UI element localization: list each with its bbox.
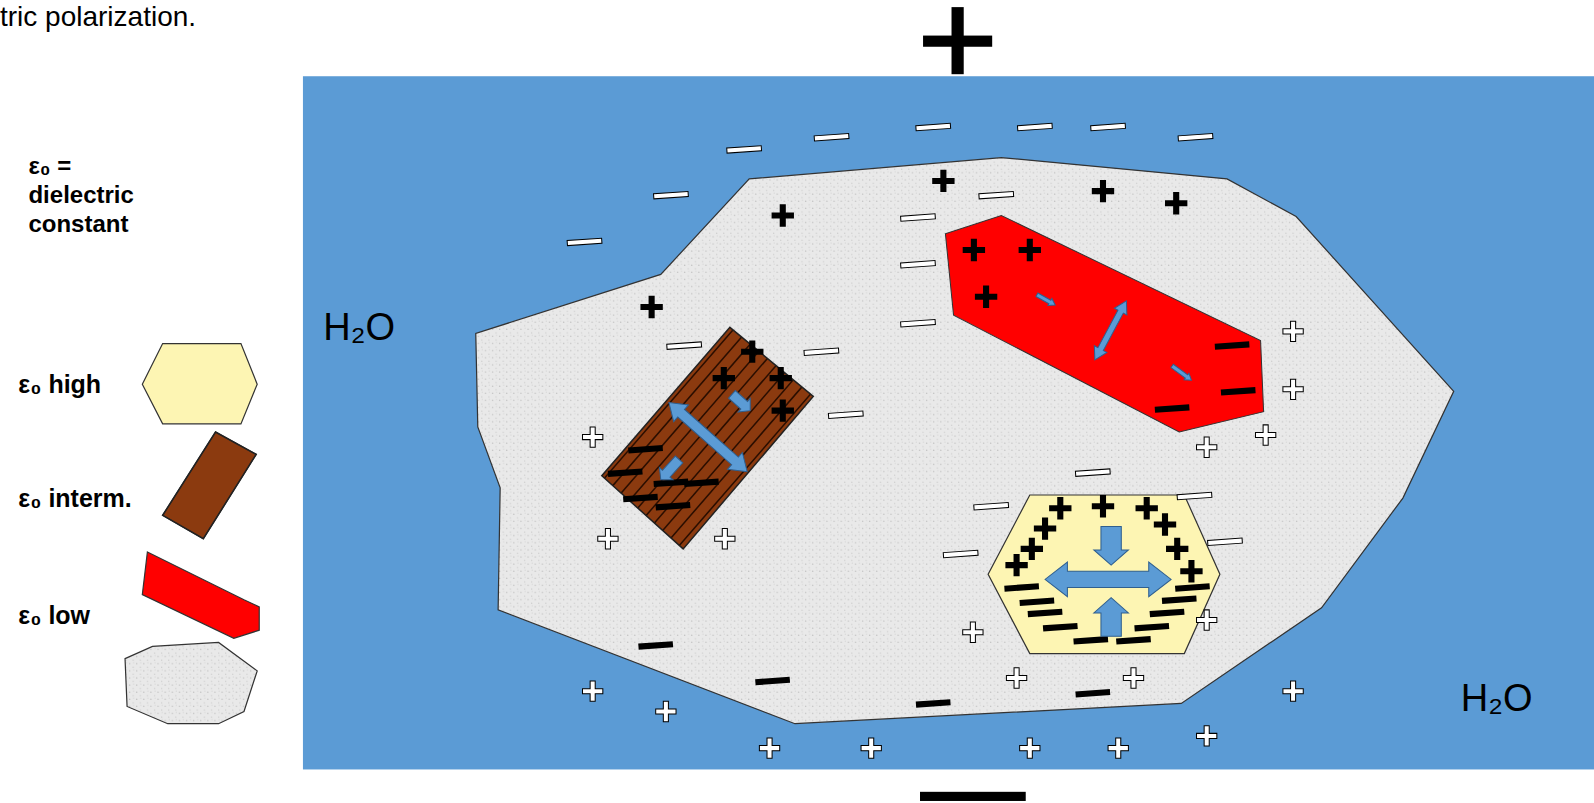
field-poles: [920, 7, 1026, 801]
medium-label: H₂O: [323, 305, 395, 351]
legend-text: ε₀ high: [18, 370, 101, 399]
low-mineral: [945, 215, 1263, 432]
polarization-arrows: [659, 293, 1191, 636]
intermediate-mineral: [440, 125, 972, 699]
legend-note: ε₀ = dielectric constant: [28, 152, 168, 238]
legend-swatch: [142, 344, 257, 424]
high-mineral: [988, 495, 1220, 654]
legend-text: ε₀ low: [18, 601, 90, 630]
water-ground: [303, 76, 1594, 769]
rock-grain: [476, 158, 1454, 724]
legend-swatch: [142, 552, 259, 638]
charge-symbols: [567, 123, 1303, 758]
caption-fragment: tric polarization.: [0, 0, 196, 34]
legend-samples: [125, 344, 291, 724]
legend-text: ε₀ interm.: [18, 484, 131, 513]
legend-swatch: [163, 432, 257, 539]
medium-label: H₂O: [1461, 676, 1533, 722]
